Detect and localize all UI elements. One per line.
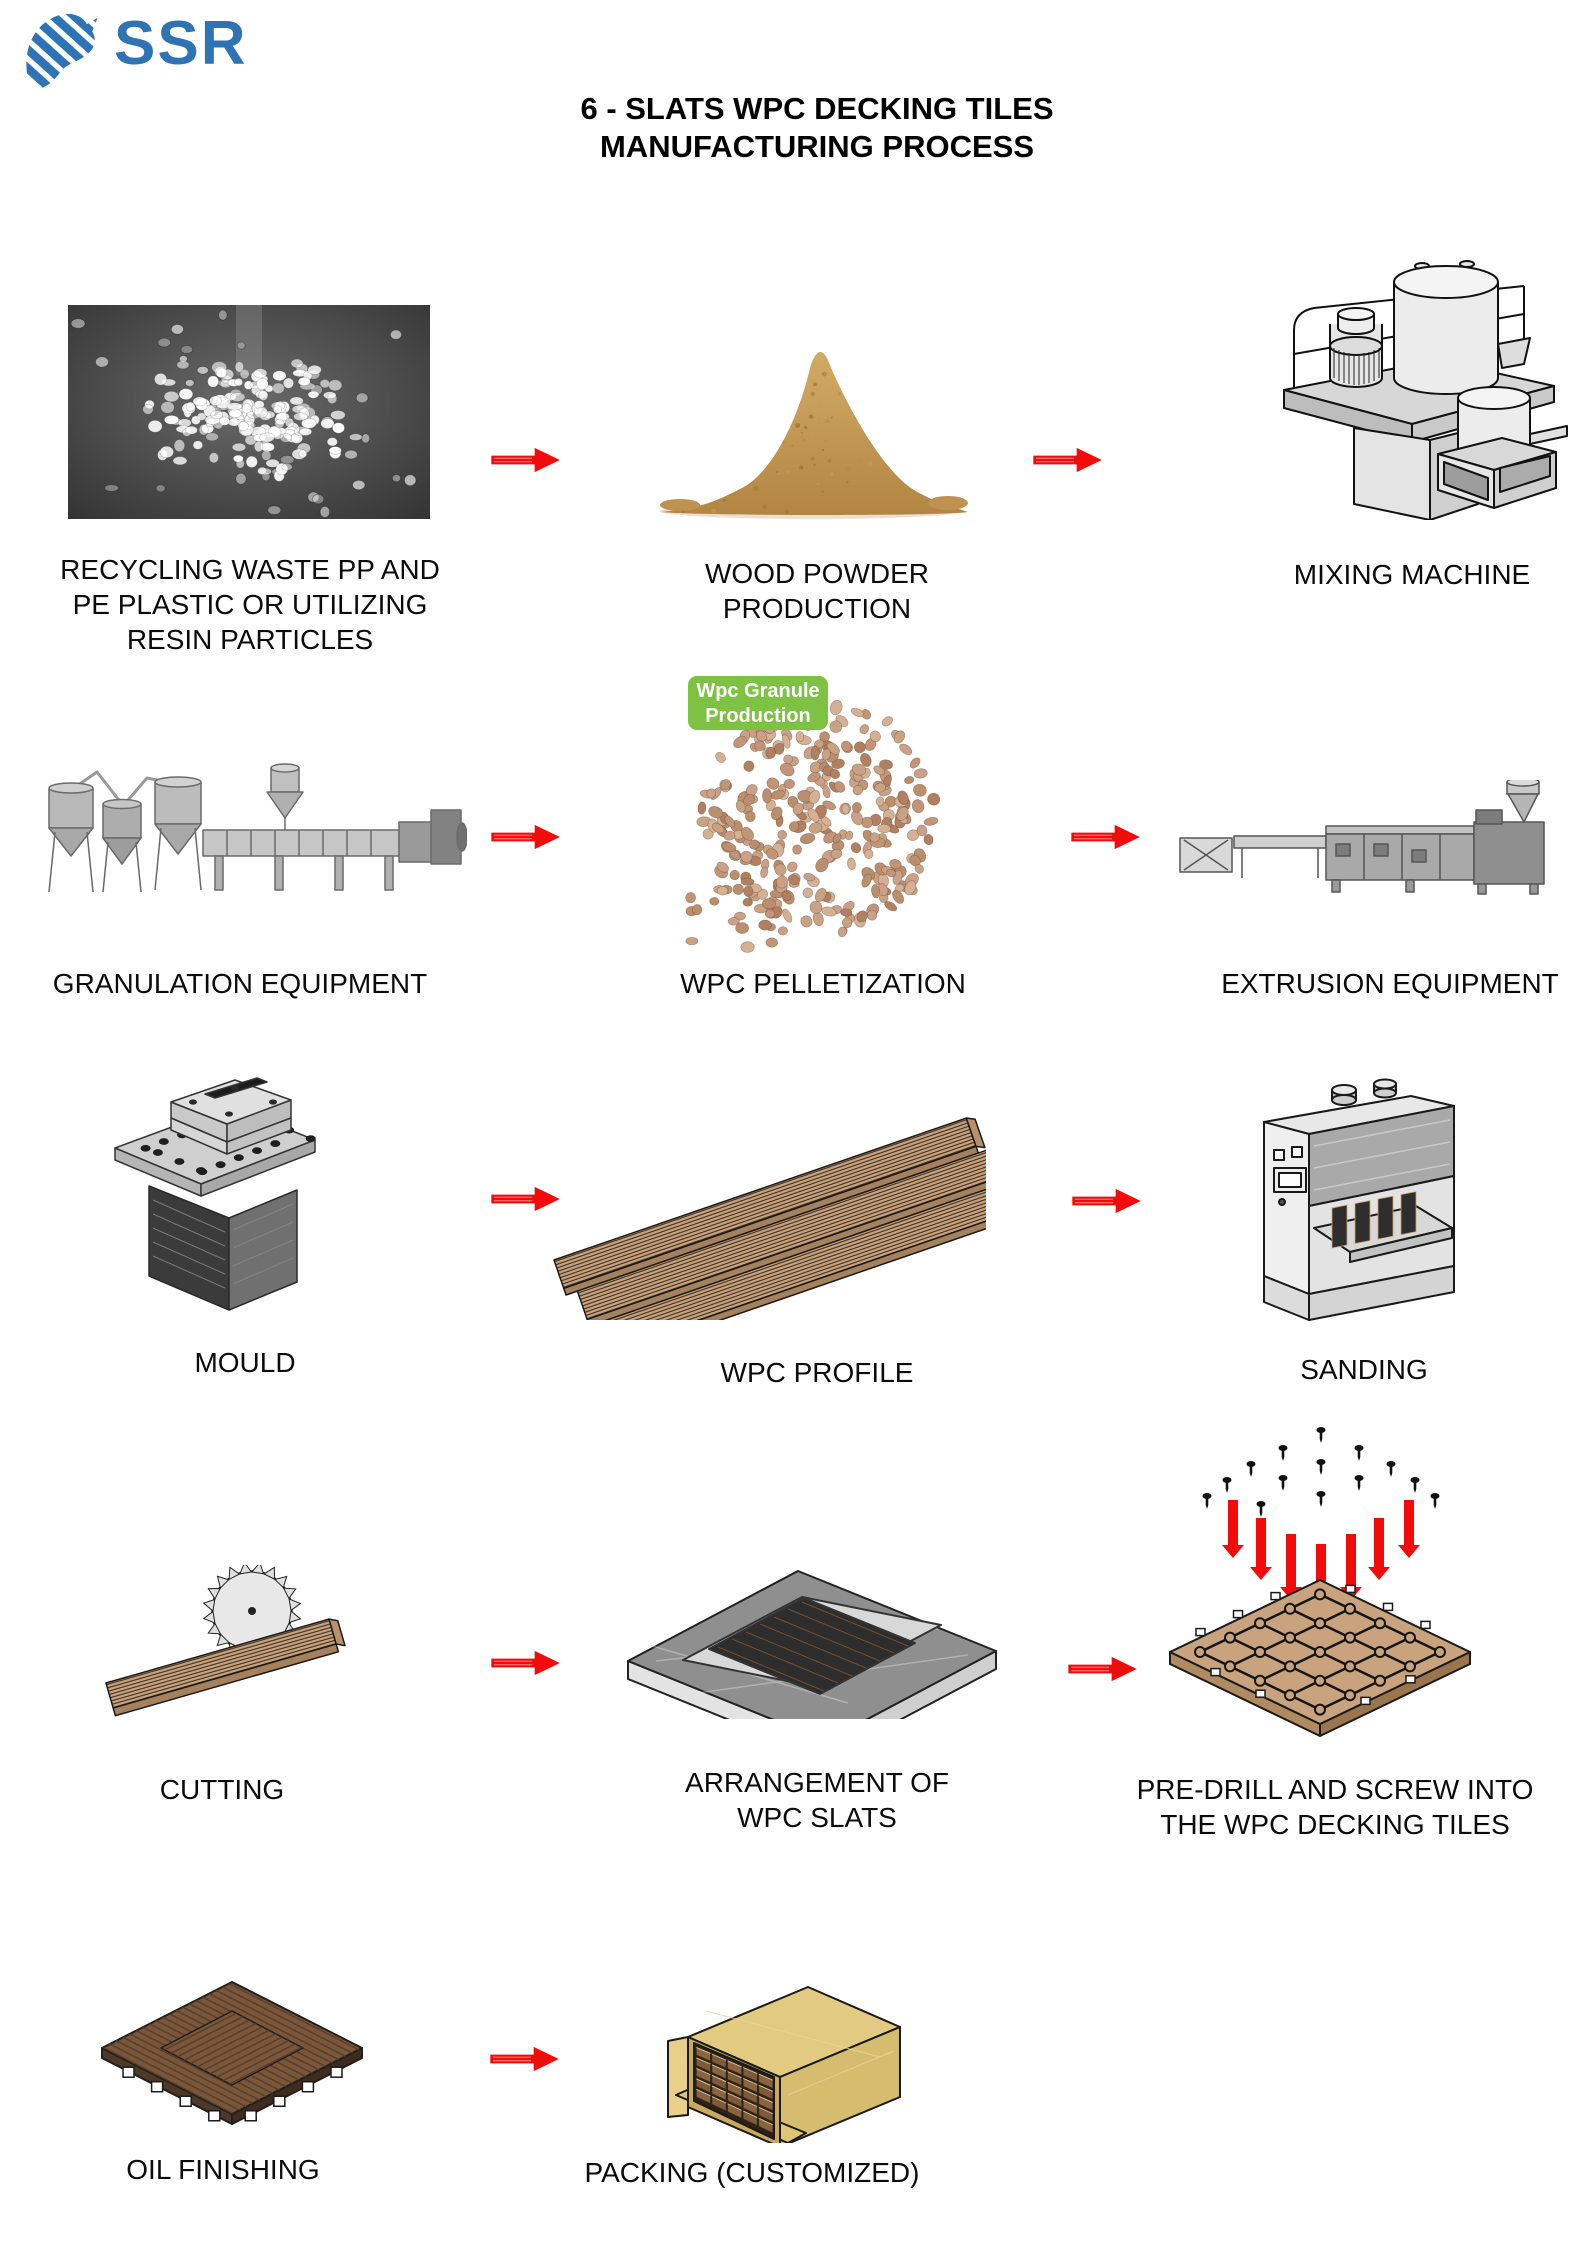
label-predrill: PRE-DRILL AND SCREW INTO THE WPC DECKING… <box>1136 1774 1534 1840</box>
ssr-logo-text: SSR <box>114 9 248 78</box>
wpc-profile-illustration <box>538 1108 986 1320</box>
arrangement-illustration <box>608 1543 1004 1719</box>
oil-finishing-illustration <box>90 1970 375 2135</box>
flow-arrow-icon <box>487 447 565 473</box>
label-oil: OIL FINISHING <box>126 2154 320 2185</box>
page-title-line2: MANUFACTURING PROCESS <box>599 129 1034 164</box>
label-recycling: RECYCLING WASTE PP AND PE PLASTIC OR UTI… <box>60 554 440 655</box>
flow-arrow-icon <box>486 2046 564 2072</box>
flow-arrow-icon <box>1067 824 1145 850</box>
label-extrusion: EXTRUSION EQUIPMENT <box>1221 968 1559 999</box>
wpc-pellets-photo <box>680 664 958 956</box>
wood-powder-photo <box>646 310 978 524</box>
mould-photo <box>107 1068 323 1314</box>
cutting-illustration <box>100 1565 348 1723</box>
flow-arrow-icon <box>487 1650 565 1676</box>
flow-arrow-icon <box>1068 1188 1146 1214</box>
label-mixing: MIXING MACHINE <box>1293 559 1531 590</box>
granulation-equipment-photo <box>35 752 467 904</box>
page-title-line1: 6 - SLATS WPC DECKING TILES <box>580 91 1054 126</box>
ssr-logo-icon <box>12 8 108 94</box>
label-wood-powder: WOOD POWDER PRODUCTION <box>705 558 929 624</box>
flow-arrow-icon <box>487 1186 565 1212</box>
label-arrangement: ARRANGEMENT OF WPC SLATS <box>685 1767 949 1833</box>
label-granulation: GRANULATION EQUIPMENT <box>52 968 428 999</box>
label-mould: MOULD <box>194 1347 296 1378</box>
wpc-granule-badge: Wpc Granule Production <box>688 676 828 730</box>
extrusion-equipment-photo <box>1176 780 1568 898</box>
flow-arrow-icon <box>1029 447 1107 473</box>
label-profile: WPC PROFILE <box>720 1357 914 1388</box>
page-title: 6 - SLATS WPC DECKING TILES MANUFACTURIN… <box>400 90 1234 166</box>
mixing-machine-illustration <box>1262 228 1572 520</box>
flow-arrow-icon <box>487 824 565 850</box>
label-packing: PACKING (CUSTOMIZED) <box>584 2157 920 2188</box>
predrill-illustration <box>1115 1412 1525 1762</box>
label-sanding: SANDING <box>1300 1354 1428 1385</box>
label-cutting: CUTTING <box>159 1774 285 1805</box>
recycling-plastic-photo <box>68 305 430 519</box>
flow-arrow-icon <box>1064 1656 1142 1682</box>
packing-box-illustration <box>628 1965 903 2143</box>
sanding-machine-illustration <box>1246 1076 1488 1336</box>
label-pelletization: WPC PELLETIZATION <box>680 968 966 999</box>
